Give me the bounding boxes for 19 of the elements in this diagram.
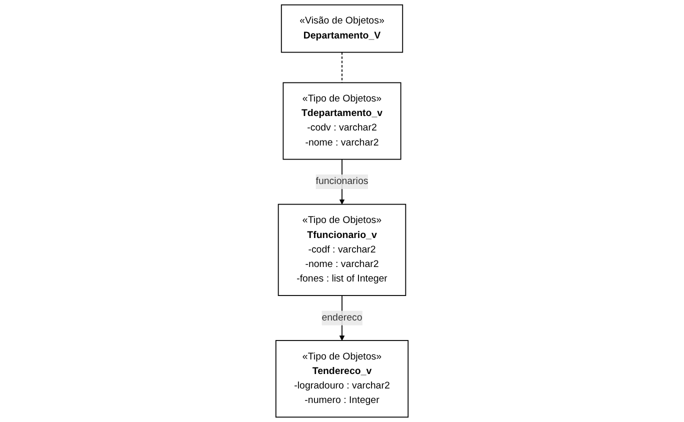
node-label: Tdepartamento_v bbox=[301, 108, 383, 119]
class-box: «Tipo de Objetos» Tfuncionario_v -codf : varchar2 -nome : varchar2 -fones : list of Integer bbox=[278, 204, 406, 296]
node-label: «Tipo de Objetos» bbox=[302, 351, 382, 362]
node-label: -nome : varchar2 bbox=[305, 137, 379, 148]
node-label: -logradouro : varchar2 bbox=[294, 380, 390, 391]
class-box: «Visão de Objetos» Departamento_V bbox=[280, 4, 404, 53]
node-label: -numero : Integer bbox=[304, 395, 380, 406]
edge-label: endereco bbox=[322, 310, 362, 326]
edge-label: funcionarios bbox=[316, 174, 368, 190]
class-box: «Tipo de Objetos» Tendereco_v -logradouro : varchar2 -numero : Integer bbox=[275, 340, 409, 418]
node-label: -codf : varchar2 bbox=[308, 244, 376, 255]
node-label: Tfuncionario_v bbox=[307, 230, 377, 240]
node-label: «Tipo de Objetos» bbox=[302, 94, 382, 104]
node-label: -nome : varchar2 bbox=[305, 259, 379, 270]
class-box: «Tipo de Objetos» Tdepartamento_v -codv : varchar2 -nome : varchar2 bbox=[282, 82, 402, 160]
node-label: -fones : list of Integer bbox=[296, 274, 388, 284]
node-label: «Tipo de Objetos» bbox=[302, 215, 382, 226]
node-label: Tendereco_v bbox=[312, 366, 372, 376]
node-label: -codv : varchar2 bbox=[307, 122, 377, 134]
